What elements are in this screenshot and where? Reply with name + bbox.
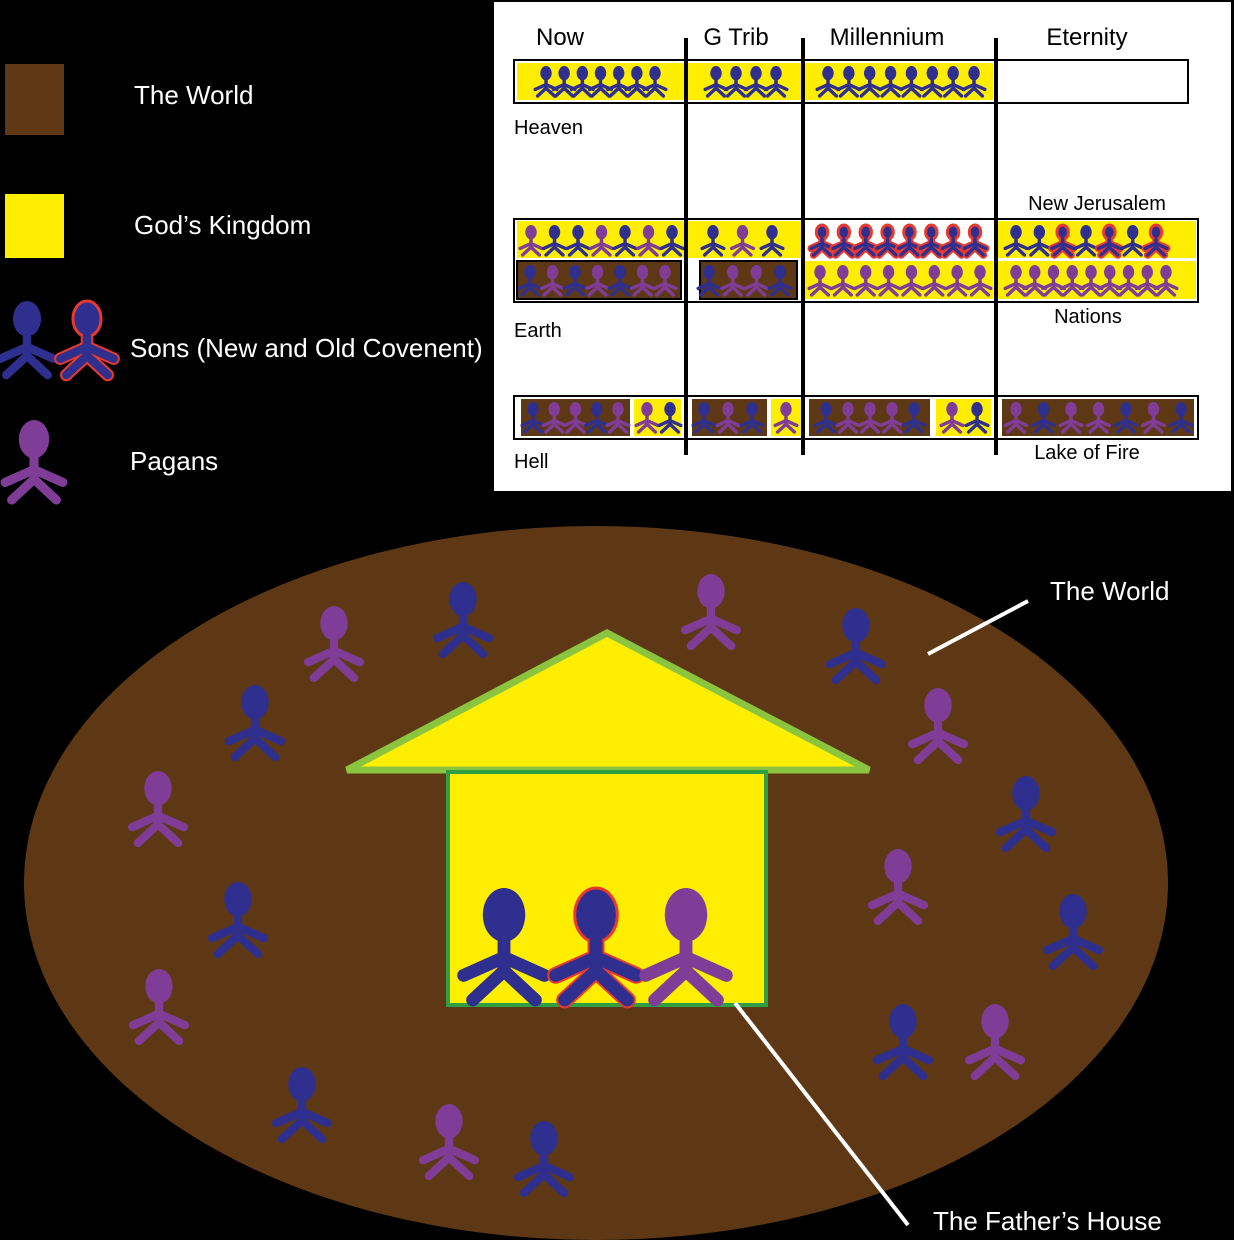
- nations-label: Nations: [1054, 306, 1122, 328]
- timeline-panel: Now G Trib Millennium Eternity Heaven Ne…: [494, 2, 1231, 491]
- timeline-column-millennium: Millennium: [830, 24, 945, 51]
- timeline-column-g-trib: G Trib: [703, 24, 768, 51]
- old-covenant-son-figure-icon: [60, 301, 113, 375]
- timeline-column-eternity: Eternity: [1046, 24, 1127, 51]
- hell-row-label: Hell: [514, 451, 548, 473]
- pagan-figure-icon: [5, 420, 63, 500]
- world-illustration: [24, 526, 1168, 1240]
- earth-row-label: Earth: [514, 320, 562, 342]
- timeline-column-now: Now: [536, 24, 585, 51]
- new-jerusalem-label: New Jerusalem: [1028, 193, 1166, 215]
- heaven-row-label: Heaven: [514, 117, 583, 139]
- son-figure-icon: [0, 301, 53, 375]
- world-callout-label: The World: [1050, 576, 1169, 607]
- lake-of-fire-label: Lake of Fire: [1034, 442, 1140, 464]
- house-callout-label: The Father’s House: [933, 1206, 1162, 1237]
